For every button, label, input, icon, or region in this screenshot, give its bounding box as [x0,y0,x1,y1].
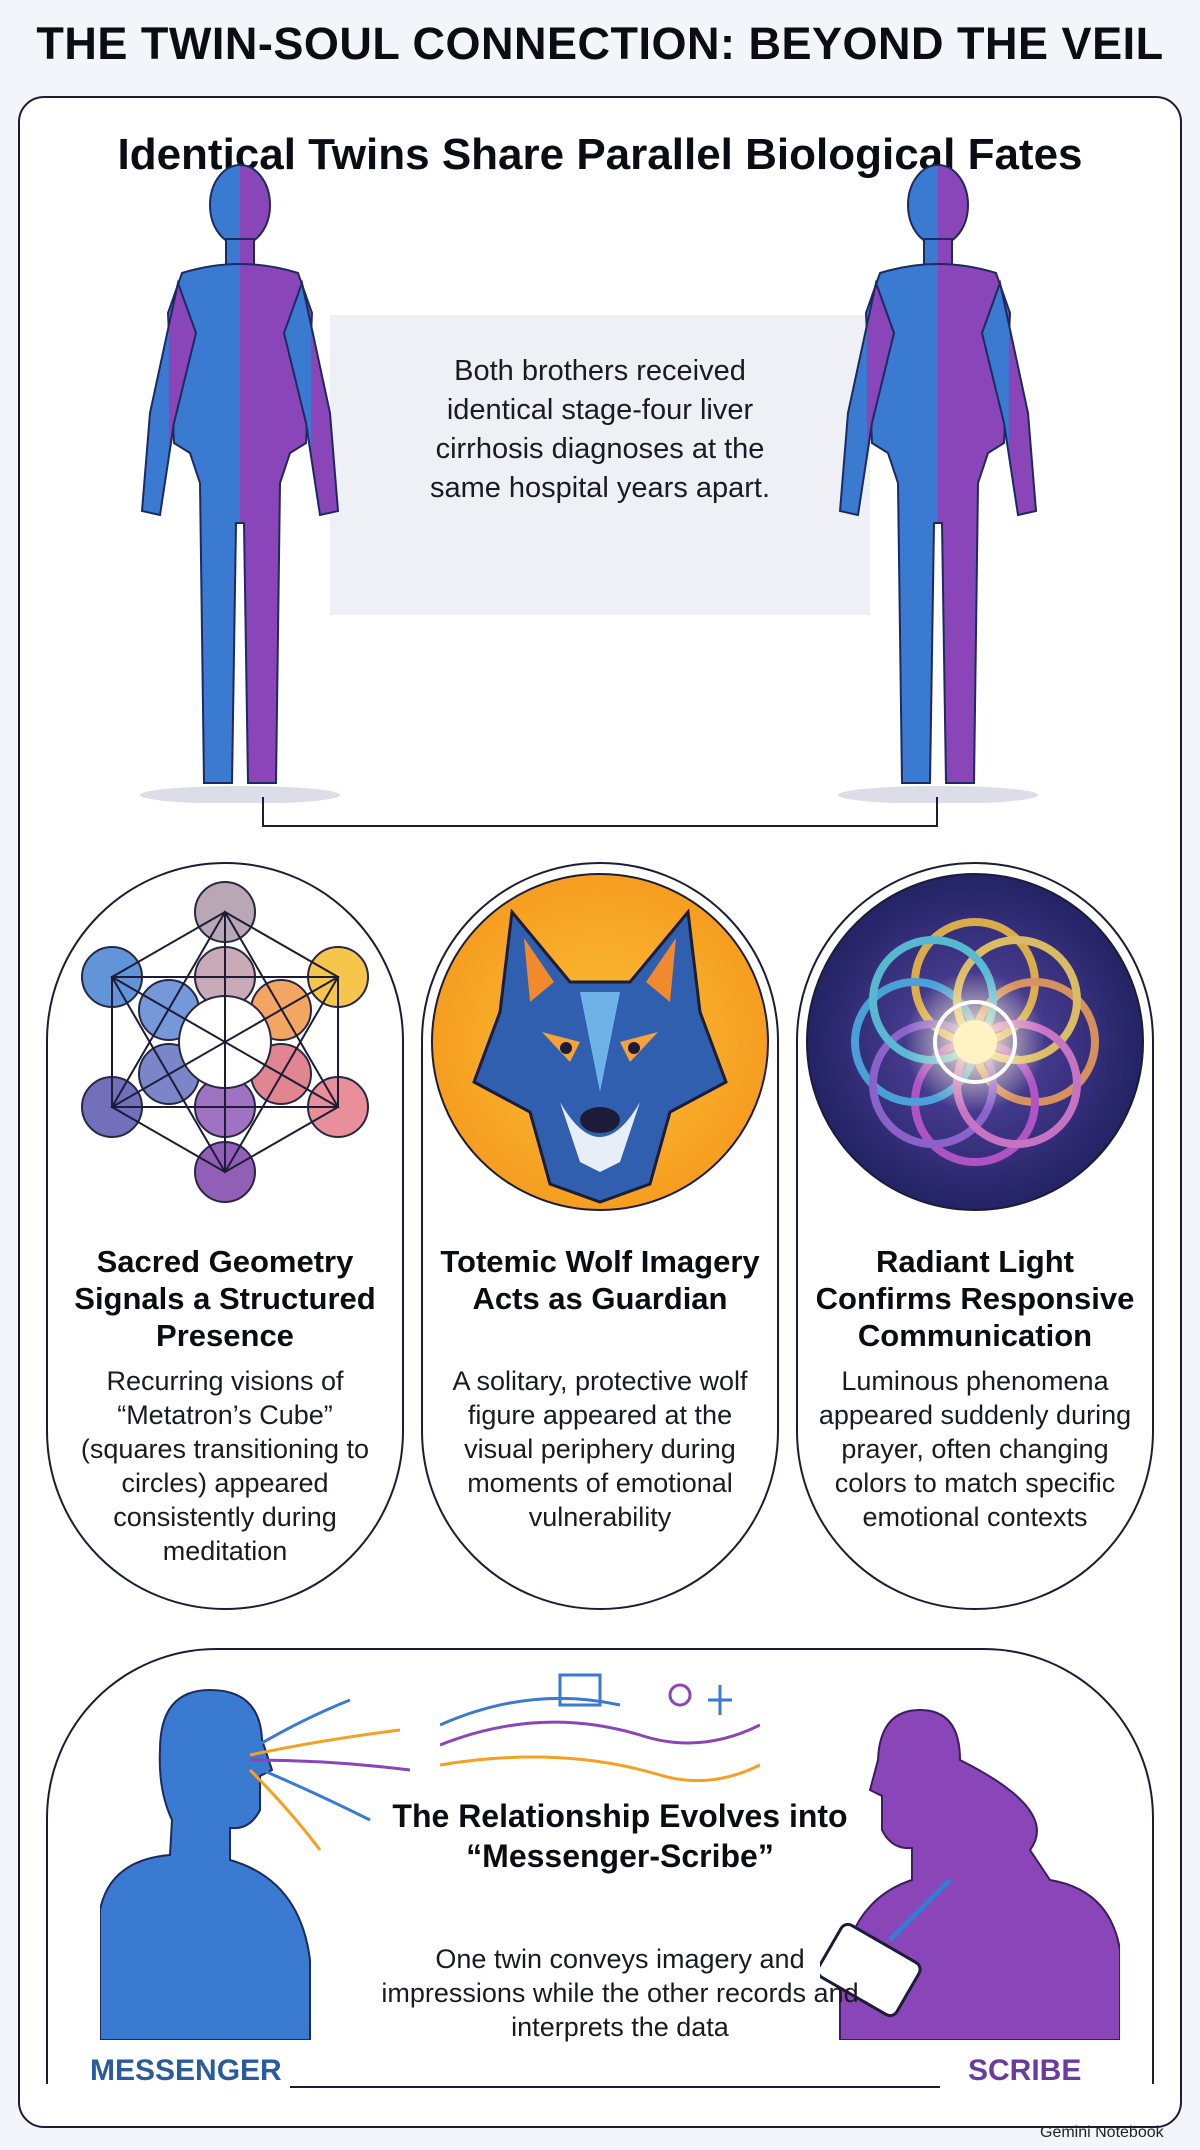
baseline-divider [290,2086,940,2088]
messenger-figure-icon [100,1688,411,2040]
diagnosis-text: Both brothers received identical stage-f… [429,355,771,504]
card-title-totemic-wolf: Totemic Wolf Imagery Acts as Guardian [440,1244,760,1316]
relationship-title: The Relationship Evolves into “Messenger… [392,1798,848,1874]
watermark: Gemini Notebook [1040,2124,1164,2141]
main-title: THE TWIN-SOUL CONNECTION: BEYOND THE VEI… [36,18,1164,69]
messenger-label: MESSENGER [90,2054,282,2087]
card-desc-totemic-wolf: A solitary, protective wolf figure appea… [452,1366,748,1532]
twin-right-figure-icon [838,164,1038,803]
card-desc-sacred-geometry: Recurring visions of “Metatron’s Cube” (… [80,1366,370,1566]
twin-left-figure-icon [140,164,340,803]
metatrons-cube-icon [81,881,369,1203]
wolf-icon [431,873,769,1211]
radiant-light-icon [806,873,1144,1211]
card-desc-radiant-light: Luminous phenomena appeared suddenly dur… [818,1366,1132,1532]
relationship-description: One twin conveys imagery and impressions… [381,1944,859,2042]
scribe-label: SCRIBE [968,2054,1082,2087]
card-title-sacred-geometry: Sacred Geometry Signals a Structured Pre… [74,1244,376,1353]
diagnosis-box [330,315,870,615]
scribe-figure-icon [820,1708,1120,2040]
card-title-radiant-light: Radiant Light Confirms Responsive Commun… [815,1244,1135,1353]
connector-bracket [262,797,938,827]
imagery-symbols-icon [440,1673,760,1783]
